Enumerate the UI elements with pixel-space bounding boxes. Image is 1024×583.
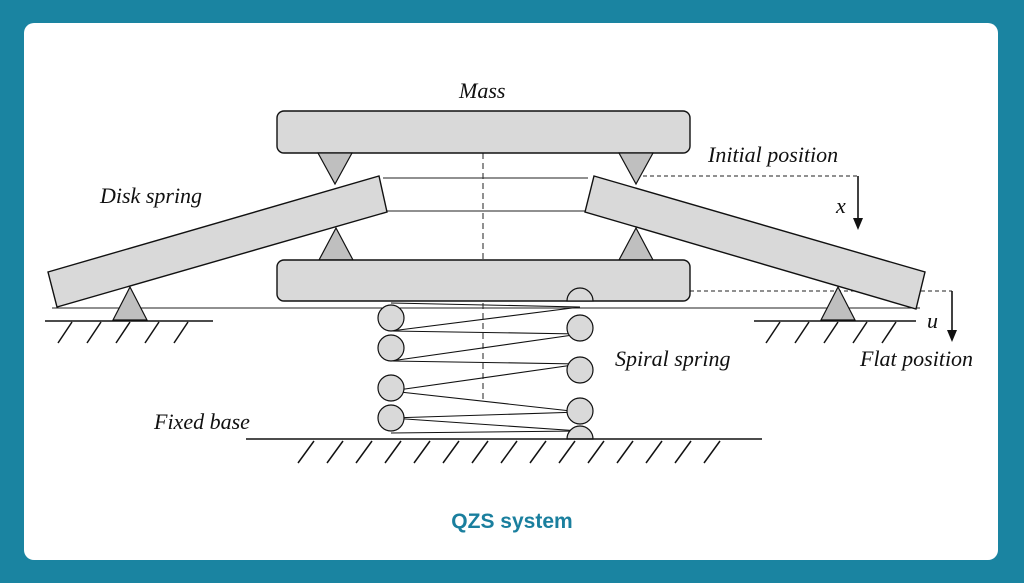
mass-plate bbox=[276, 110, 691, 154]
disk-spring-label: Disk spring bbox=[100, 183, 203, 208]
disk-spring-left bbox=[47, 175, 388, 308]
lower-plate bbox=[276, 259, 691, 302]
disk-spring-right bbox=[584, 175, 926, 310]
x-label: x bbox=[836, 193, 846, 218]
plate-knife-left bbox=[318, 226, 354, 261]
mass-knife-right bbox=[617, 152, 655, 186]
pivot-right bbox=[820, 285, 856, 321]
ground-right bbox=[754, 320, 916, 344]
fixed-base-label: Fixed base bbox=[154, 409, 250, 434]
flat-position-label: Flat position bbox=[860, 346, 974, 371]
pivot-left bbox=[112, 285, 148, 321]
spring-coils bbox=[377, 287, 594, 440]
spiral-spring bbox=[390, 302, 581, 434]
plate-knife-right bbox=[618, 226, 654, 261]
x-arrow-head bbox=[853, 218, 863, 230]
ground-base bbox=[246, 438, 762, 464]
initial-position-label: Initial position bbox=[708, 142, 839, 167]
figure-caption: QZS system bbox=[451, 510, 573, 533]
spiral-spring-label: Spiral spring bbox=[615, 346, 731, 371]
ground-left bbox=[45, 320, 213, 344]
u-arrow-head bbox=[947, 330, 957, 342]
mass-label: Mass bbox=[459, 78, 506, 103]
mass-knife-left bbox=[316, 152, 354, 186]
u-label: u bbox=[927, 308, 938, 333]
